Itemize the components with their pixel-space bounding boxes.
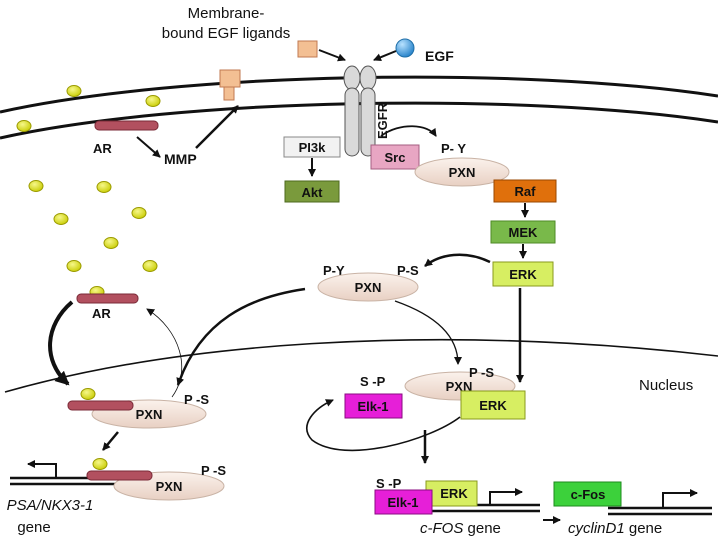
erk-box-cytoplasm	[492, 261, 554, 287]
ligand-dot	[28, 180, 44, 192]
pxn-middle	[317, 272, 419, 302]
py-top-label: P- Y	[441, 141, 466, 156]
egf-label: EGF	[425, 48, 454, 64]
arrow-ar-into-nucleus	[48, 300, 74, 386]
pxn-top-label: PXN	[449, 165, 476, 180]
elk1-box-cfos	[374, 489, 433, 515]
psa-gene-name: PSA/NKX3-1	[7, 497, 94, 514]
cyclin-gene-name: cyclinD1 gene	[568, 520, 662, 537]
ar-top-label: AR	[93, 141, 112, 156]
akt-label: Akt	[302, 185, 324, 200]
membrane-ligand-free	[297, 40, 318, 58]
ligand-dot	[142, 260, 158, 272]
egfr-label: EGFR	[375, 102, 390, 139]
erk-box-nuclear	[460, 390, 526, 420]
membrane-ligand-stalk	[223, 86, 235, 101]
ligand-dot	[80, 388, 96, 400]
erk-label-nuclear: ERK	[479, 398, 507, 413]
arrow-complex-to-gene	[102, 431, 119, 451]
arrow-pxn-to-ar-pxn	[176, 287, 306, 386]
src-box	[370, 144, 420, 170]
ligand-dot	[145, 95, 161, 107]
sp-nuclear-label: S -P	[360, 374, 386, 389]
cfos-transcription-arrow	[489, 488, 523, 505]
membrane-ligand-bound	[219, 69, 241, 88]
nucleus-label: Nucleus	[639, 377, 693, 394]
cfos-gene-name: c-FOS gene	[420, 520, 501, 537]
pi3k-label: PI3k	[299, 140, 327, 155]
arrow-mmp-to-ligand	[195, 105, 239, 149]
ar-receptor-dna	[86, 470, 153, 481]
ar-receptor-middle	[76, 293, 139, 304]
membrane-ligands-label-line1: Membrane-	[188, 5, 265, 22]
ligand-dot	[92, 458, 108, 470]
arrow-erk-loop-to-elk1	[306, 399, 461, 452]
nuclear-envelope	[4, 338, 718, 393]
psa-gene-word: gene	[17, 519, 50, 536]
cfos-protein-box	[553, 481, 622, 507]
arrow-pxn-to-nucleus-pxn	[394, 300, 462, 365]
ligand-dot	[96, 181, 112, 193]
elk1-label-cfos: Elk-1	[387, 495, 418, 510]
arrow-erk-to-ps	[424, 253, 491, 267]
pxn-ar-complex-label: PXN	[136, 407, 163, 422]
py-mid-label: P-Y	[323, 263, 345, 278]
cfos-protein-label: c-Fos	[571, 487, 606, 502]
arrow-ar-to-mmp	[136, 136, 161, 158]
membrane-ligands-label-line2: bound EGF ligands	[162, 25, 290, 42]
mek-label: MEK	[509, 225, 539, 240]
psa-transcription-arrow	[27, 460, 57, 478]
ligand-dot	[131, 207, 147, 219]
arrow-egfr-to-py	[380, 125, 437, 137]
ligand-dot	[103, 237, 119, 249]
pxn-nuclear-label: PXN	[446, 379, 473, 394]
ps-ar-complex-label: P -S	[184, 392, 209, 407]
sp-cfos-label: S -P	[376, 476, 402, 491]
pxn-top	[414, 157, 510, 187]
erk-label-cytoplasm: ERK	[509, 267, 537, 282]
egfr-receptor	[343, 65, 377, 157]
ligand-dot	[53, 213, 69, 225]
pxn-middle-label: PXN	[355, 280, 382, 295]
arrow-pxn-to-ar	[146, 308, 183, 398]
ar-receptor-top	[94, 120, 159, 131]
raf-label: Raf	[515, 184, 537, 199]
ps-psa-label: P -S	[201, 463, 226, 478]
pi3k-box	[283, 136, 341, 158]
ligand-dot	[66, 260, 82, 272]
ar-receptor-nuclear	[67, 400, 134, 411]
akt-box	[284, 180, 340, 203]
elk1-label-nuclear: Elk-1	[357, 399, 388, 414]
pxn-psa-label: PXN	[156, 479, 183, 494]
ligand-dot	[66, 85, 82, 97]
egf-ligand	[395, 38, 415, 58]
mmp-label: MMP	[164, 151, 197, 167]
cyclin-transcription-arrow	[662, 489, 698, 508]
erk-box-cfos	[425, 480, 478, 507]
raf-box	[493, 179, 557, 203]
ar-mid-label: AR	[92, 306, 111, 321]
arrow-egf-to-egfr	[373, 50, 397, 62]
src-label: Src	[385, 150, 406, 165]
mek-box	[490, 220, 556, 244]
arrow-ligand-to-egfr	[318, 49, 346, 62]
elk1-box-nuclear	[344, 393, 403, 419]
ligand-dot	[16, 120, 32, 132]
ps-mid-label: P-S	[397, 263, 419, 278]
erk-label-cfos: ERK	[440, 486, 468, 501]
ps-nuclear-label: P -S	[469, 365, 494, 380]
